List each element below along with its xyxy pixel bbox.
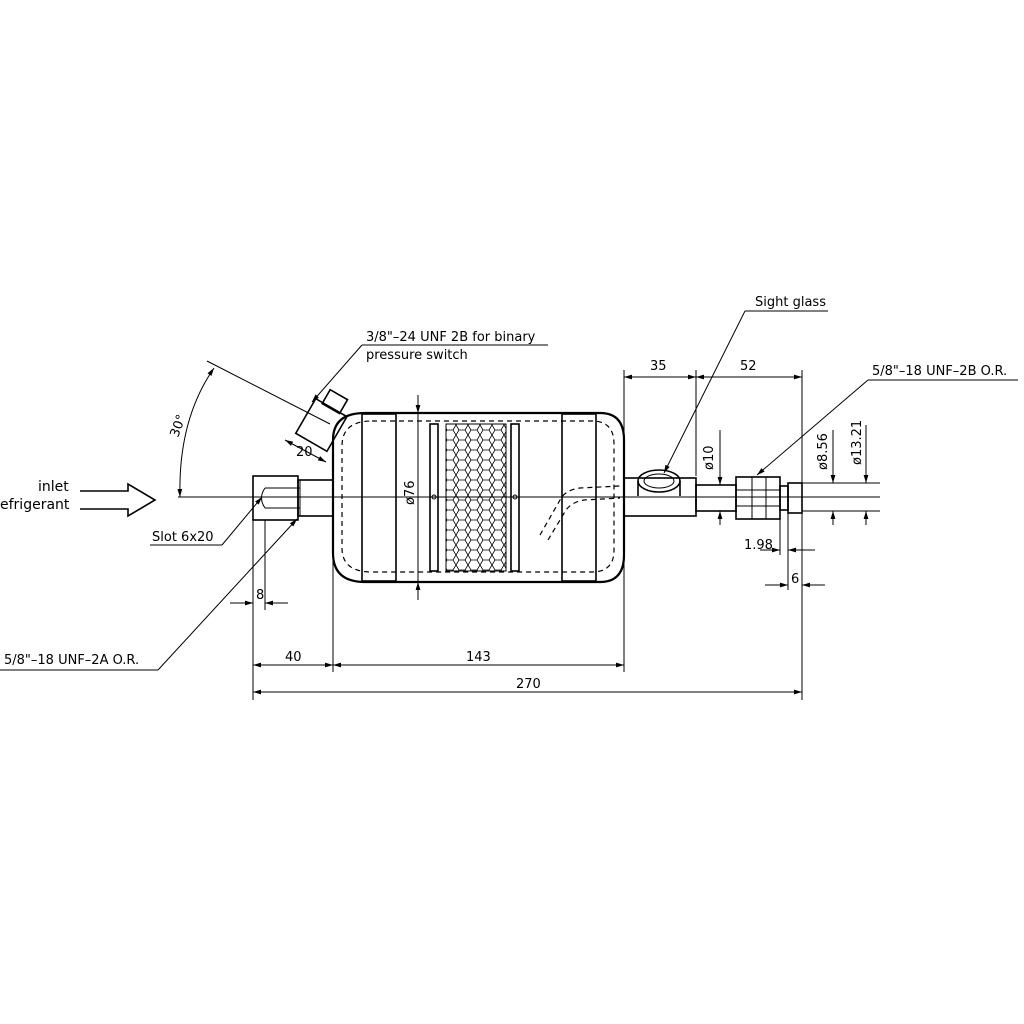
refrigerant-label: efrigerant bbox=[0, 497, 70, 513]
leader-lines bbox=[0, 310, 1018, 671]
sight-glass-label: Sight glass bbox=[755, 295, 826, 310]
dim-143: 143 bbox=[466, 650, 491, 665]
inlet-fitting bbox=[252, 475, 334, 521]
angle-label: 30° bbox=[168, 413, 190, 440]
binary-switch-label-line2: pressure switch bbox=[366, 348, 468, 363]
dim-35: 35 bbox=[650, 359, 667, 374]
dim-dia1321: ø13.21 bbox=[850, 420, 865, 465]
inlet-label: inlet bbox=[38, 479, 69, 495]
dim-dia76: ø76 bbox=[403, 481, 418, 506]
binary-switch-label-line1: 3/8"–24 UNF 2B for binary bbox=[366, 330, 536, 345]
dim-270: 270 bbox=[516, 677, 541, 692]
dim-dia856: ø8.56 bbox=[816, 433, 831, 470]
inlet-thread-label: 5/8"–18 UNF–2A O.R. bbox=[4, 653, 139, 668]
dim-dia10: ø10 bbox=[702, 446, 717, 471]
dim-198: 1.98 bbox=[744, 538, 773, 553]
dim-40: 40 bbox=[285, 650, 302, 665]
angle-dimension bbox=[177, 360, 331, 498]
slot-label: Slot 6x20 bbox=[152, 530, 214, 545]
dim-20: 20 bbox=[296, 445, 313, 460]
outlet-thread-label: 5/8"–18 UNF–2B O.R. bbox=[872, 364, 1007, 379]
dim-52: 52 bbox=[740, 359, 757, 374]
outlet-assembly bbox=[623, 469, 803, 520]
binary-switch-port bbox=[294, 388, 349, 453]
dim-8: 8 bbox=[256, 588, 264, 603]
inlet-flow-arrow bbox=[80, 482, 157, 518]
dim-6: 6 bbox=[791, 572, 799, 587]
dimension-lines bbox=[230, 370, 869, 700]
